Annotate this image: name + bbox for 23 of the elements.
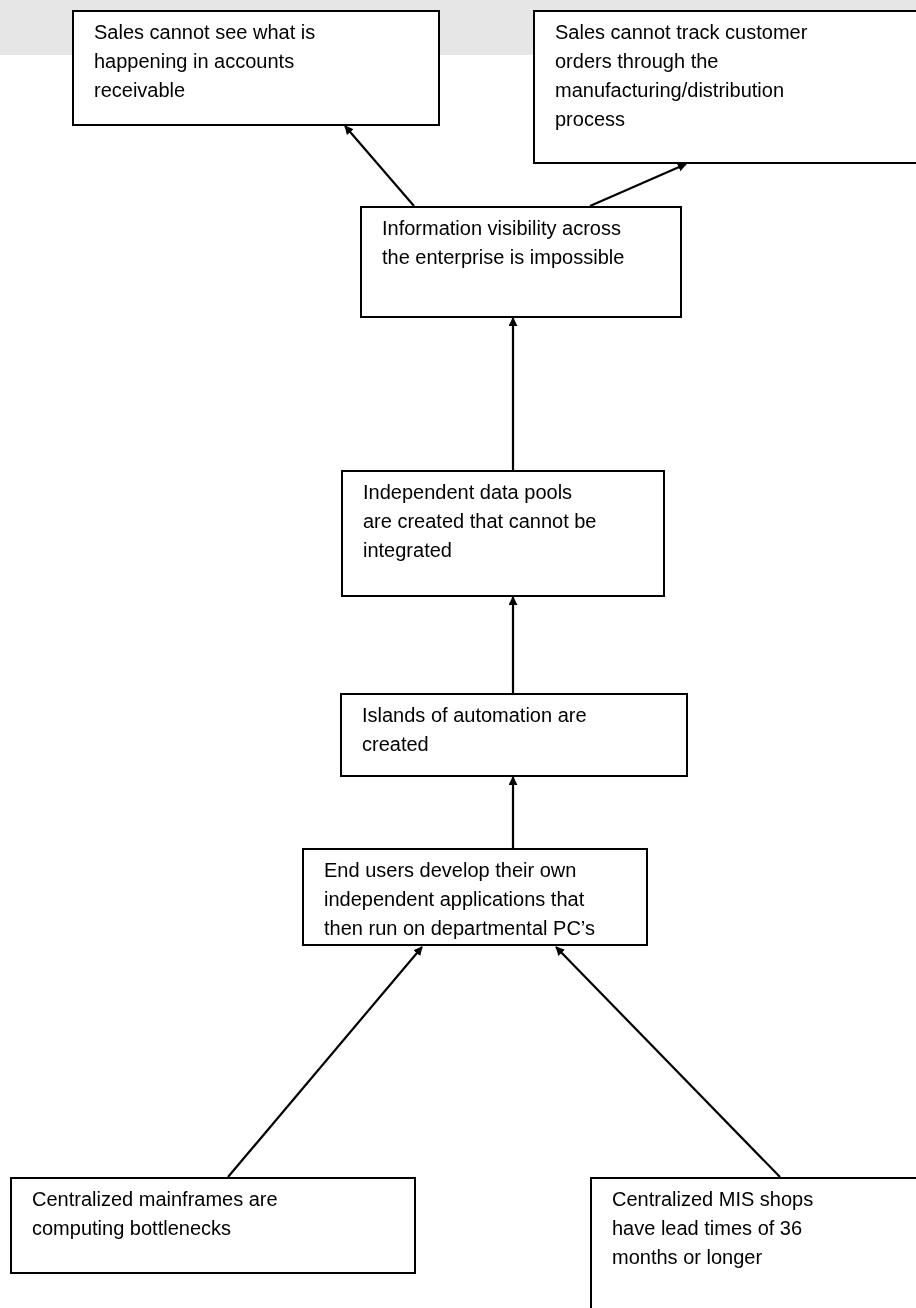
- box-text: Islands of automation are created: [362, 703, 588, 757]
- cause-box: [340, 693, 688, 777]
- arrow: [508, 317, 518, 470]
- box-text: Information visibility across the enterprise is impossible: [382, 216, 626, 270]
- cause-box: [360, 206, 682, 318]
- arrow: [508, 596, 518, 693]
- box-text: Sales cannot track customer orders through the manufacturing/distribution process: [555, 20, 809, 132]
- cause-box: [302, 848, 648, 946]
- box-text: Centralized MIS shops have lead times of 36 months or longer: [612, 1187, 815, 1270]
- arrow: [589, 163, 687, 207]
- box-text: End users develop their own independent applications that then run on departmental PC’s: [324, 858, 596, 941]
- arrow: [508, 776, 518, 848]
- arrow: [227, 946, 423, 1178]
- box-text: Sales cannot see what is happening in accounts receivable: [94, 20, 317, 103]
- cause-box: [10, 1177, 416, 1274]
- arrow: [344, 125, 415, 207]
- cause-box: [590, 1177, 916, 1308]
- cause-box: [72, 10, 440, 126]
- cause-box: [341, 470, 665, 597]
- box-text: Independent data pools are created that cannot be integrated: [363, 480, 598, 563]
- cause-box: [533, 10, 916, 164]
- box-text: Centralized mainframes are computing bottlenecks: [32, 1187, 279, 1241]
- arrow: [555, 946, 781, 1178]
